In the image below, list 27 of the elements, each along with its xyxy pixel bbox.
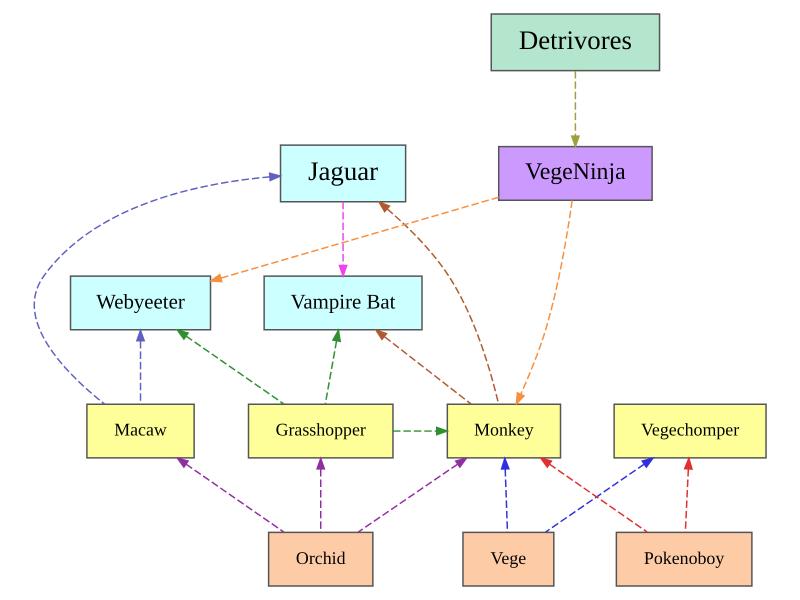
node-box: Macaw bbox=[86, 404, 195, 459]
node-box: VegeNinja bbox=[498, 146, 653, 201]
arrow bbox=[684, 456, 693, 532]
arrow bbox=[136, 328, 146, 404]
arrow bbox=[377, 200, 500, 404]
node-box: Jaguar bbox=[280, 144, 406, 202]
node-box: Vampire Bat bbox=[263, 275, 423, 331]
arrow bbox=[176, 456, 284, 533]
node-box: Vegechomper bbox=[613, 404, 767, 459]
arrow bbox=[515, 200, 573, 406]
arrow bbox=[358, 456, 468, 533]
arrow bbox=[324, 328, 342, 404]
node-box: Monkey bbox=[446, 404, 562, 459]
node-box: Pokenoboy bbox=[616, 532, 753, 587]
arrow bbox=[374, 328, 472, 405]
node-box: Grasshopper bbox=[248, 404, 394, 459]
arrow bbox=[176, 328, 284, 405]
arrow bbox=[208, 196, 499, 282]
arrow bbox=[338, 202, 348, 278]
node-box: Detrivores bbox=[490, 13, 660, 72]
arrow bbox=[570, 71, 580, 149]
arrow bbox=[34, 172, 283, 405]
arrow bbox=[500, 456, 510, 532]
node-box: Orchid bbox=[268, 532, 374, 587]
arrow bbox=[393, 426, 450, 436]
node-box: Webyeeter bbox=[70, 275, 212, 331]
node-box: Vege bbox=[462, 532, 555, 587]
